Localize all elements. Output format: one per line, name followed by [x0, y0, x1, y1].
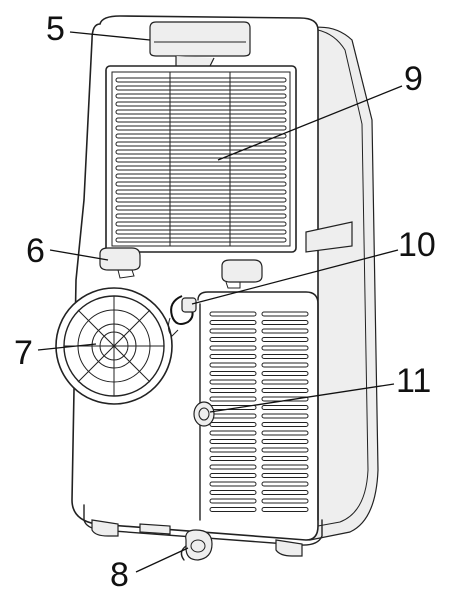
lower-grille-slat	[209, 371, 257, 376]
grille-slat	[115, 221, 287, 227]
lower-grille-slat	[261, 430, 309, 436]
lower-grille-slat	[261, 422, 309, 427]
grille-slat	[115, 149, 287, 155]
lower-grille-slat	[209, 311, 257, 317]
grille-slat	[115, 205, 287, 211]
grille-slat	[115, 229, 287, 235]
lower-grille-slat	[209, 481, 257, 487]
grille-slat	[115, 141, 287, 147]
lower-grille-slat	[261, 464, 309, 470]
lower-grille-slat	[209, 320, 257, 325]
handle-recess-right	[221, 259, 263, 289]
lower-grille-slat	[209, 456, 257, 461]
grille-slat	[115, 213, 287, 219]
lower-grille-slat	[209, 430, 257, 436]
callout-5: 5	[46, 10, 65, 48]
lower-grille-slat	[209, 439, 257, 444]
lower-grille-slat	[261, 439, 309, 444]
lower-grille-slat	[261, 379, 309, 385]
lower-grille-slat	[261, 405, 309, 410]
callout-9: 9	[404, 60, 423, 98]
lower-grille-slat	[261, 507, 309, 512]
grille-slat	[115, 77, 287, 83]
lower-grille-slat	[261, 481, 309, 487]
callout-labels: 5 9 6 7 8 10 11	[14, 10, 436, 591]
lower-grille-slat	[261, 388, 309, 393]
grille-slat	[115, 157, 287, 163]
lower-grille-slat	[209, 498, 257, 504]
lower-grille-slat	[209, 464, 257, 470]
lower-grille-slat	[261, 337, 309, 342]
lower-grille-slat	[209, 490, 257, 495]
grille-slat	[115, 197, 287, 203]
filter-grille	[105, 65, 297, 253]
grille-slat	[115, 237, 287, 243]
lower-grille-slat	[209, 345, 257, 351]
lower-grille-slat	[209, 337, 257, 342]
grille-slat	[115, 181, 287, 187]
lower-grille-slat	[261, 447, 309, 453]
lower-grille-slat	[261, 345, 309, 351]
lower-grille-slat	[209, 507, 257, 512]
lower-grille-slat	[261, 473, 309, 478]
side-slot	[305, 221, 353, 253]
leader-lines	[37, 31, 403, 573]
grille-slat	[115, 165, 287, 171]
lower-grille-slat	[209, 422, 257, 427]
lower-grille-slat	[261, 328, 309, 334]
lower-grille-right	[261, 311, 309, 512]
callout-8: 8	[110, 556, 129, 591]
grille-slat	[115, 101, 287, 107]
lower-grille-slat	[209, 447, 257, 453]
callout-7: 7	[14, 334, 33, 372]
lower-grille-slat	[261, 311, 309, 317]
side-drain-outlet	[193, 401, 215, 427]
exhaust-outlet	[55, 287, 173, 405]
lower-grille-slat	[261, 413, 309, 419]
grille-slats	[115, 77, 287, 243]
callout-11: 11	[396, 362, 431, 400]
handle-recess-left	[99, 247, 141, 279]
grille-slat	[115, 125, 287, 131]
grille-slat	[115, 85, 287, 91]
lower-grille-slat	[261, 456, 309, 461]
bottom-drain-outlet	[180, 529, 213, 561]
callout-6: 6	[26, 232, 45, 270]
grille-slat	[115, 93, 287, 99]
lower-grille-slat	[209, 328, 257, 334]
grille-slat	[115, 133, 287, 139]
lower-grille-slat	[209, 379, 257, 385]
unit-feet	[91, 519, 303, 557]
callout-10: 10	[398, 226, 436, 264]
grille-slat	[115, 117, 287, 123]
lower-grille-slat	[209, 388, 257, 393]
grille-slat	[115, 109, 287, 115]
lower-grille-slat	[261, 320, 309, 325]
lower-grille-slat	[261, 498, 309, 504]
lower-grille-slat	[209, 396, 257, 402]
grille-slat	[115, 189, 287, 195]
lower-grille-slat	[209, 354, 257, 359]
lower-panel	[197, 291, 319, 521]
lower-grille-slat	[209, 362, 257, 368]
grille-slat	[115, 173, 287, 179]
lower-grille-slat	[209, 473, 257, 478]
lower-grille-slat	[261, 490, 309, 495]
lower-grille-slat	[261, 362, 309, 368]
lower-grille-slat	[261, 371, 309, 376]
lower-grille-slat	[261, 354, 309, 359]
power-cord	[167, 295, 197, 337]
